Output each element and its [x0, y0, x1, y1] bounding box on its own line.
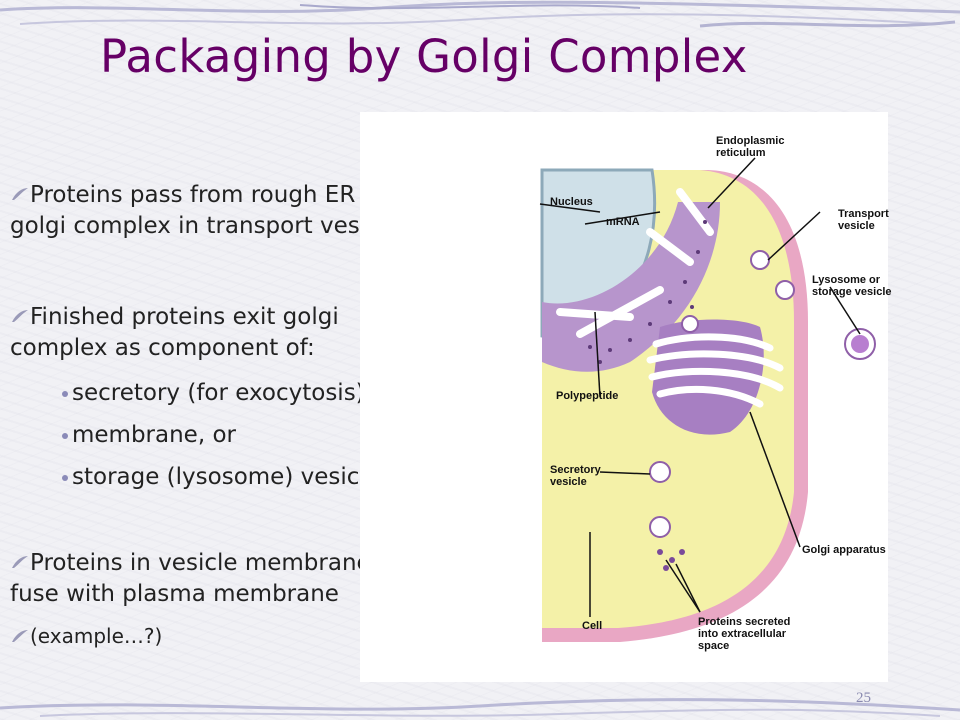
top-decoration — [0, 0, 960, 28]
sub-bullet-2-text: membrane, or — [72, 422, 236, 448]
label-secretory-1: Secretory — [550, 464, 601, 476]
feather-bullet-icon — [12, 188, 28, 200]
bullet-2-text-1: Finished proteins exit golgi — [30, 304, 339, 330]
sub-bullet-2: membrane, or — [62, 422, 236, 448]
label-polypeptide: Polypeptide — [556, 390, 619, 402]
label-proteins-1: Proteins secreted — [698, 616, 791, 628]
bullet-3-text-1: Proteins in vesicle membranes — [30, 550, 383, 576]
label-cell: Cell — [582, 620, 603, 632]
bullet-example: (example…?) — [10, 624, 162, 648]
bullet-1: Proteins pass from rough ER to golgi com… — [10, 180, 510, 242]
label-lysosome-2: storage vesicle — [812, 286, 892, 298]
feather-bullet-icon — [12, 556, 28, 568]
bullet-3: Proteins in vesicle membranes fuse with … — [10, 548, 510, 610]
label-golgi: Golgi apparatus — [802, 544, 886, 556]
bullet-example-text: (example…?) — [30, 624, 163, 648]
label-mrna: mRNA — [606, 216, 640, 228]
bottom-decoration — [0, 698, 960, 717]
feather-bullet-icon — [12, 630, 28, 642]
sub-bullet-1: secretory (for exocytosis), — [62, 380, 372, 406]
label-transport-2: vesicle — [838, 220, 875, 232]
golgi-illustration — [539, 157, 876, 642]
label-lysosome-1: Lysosome or — [812, 274, 881, 286]
label-transport-1: Transport — [838, 208, 889, 220]
golgi-diagram: Endoplasmic reticulum Nucleus mRNA Trans… — [360, 112, 892, 682]
bullet-1-text-1: Proteins pass from rough ER to — [30, 182, 386, 208]
label-er-2: reticulum — [716, 147, 766, 159]
sub-bullet-3: storage (lysosome) vesicles — [62, 464, 392, 490]
label-secretory-2: vesicle — [550, 476, 587, 488]
bullet-2: Finished proteins exit golgi complex as … — [10, 302, 510, 364]
label-er-1: Endoplasmic — [716, 135, 785, 147]
dot-bullet-icon — [62, 475, 68, 481]
bullet-1-text-2: golgi complex in transport vesicles — [10, 213, 412, 239]
sub-bullet-3-text: storage (lysosome) vesicles — [72, 464, 392, 490]
slide-title: Packaging by Golgi Complex — [100, 30, 748, 83]
dot-bullet-icon — [62, 433, 68, 439]
label-nucleus: Nucleus — [550, 196, 593, 208]
dot-bullet-icon — [62, 391, 68, 397]
label-proteins-2: into extracellular — [698, 628, 787, 640]
bullet-2-text-2: complex as component of: — [10, 335, 315, 361]
feather-bullet-icon — [12, 310, 28, 322]
sub-bullet-1-text: secretory (for exocytosis), — [72, 380, 372, 406]
slide-number: 25 — [856, 690, 871, 706]
bullet-3-text-2: fuse with plasma membrane — [10, 581, 339, 607]
label-proteins-3: space — [698, 640, 730, 652]
